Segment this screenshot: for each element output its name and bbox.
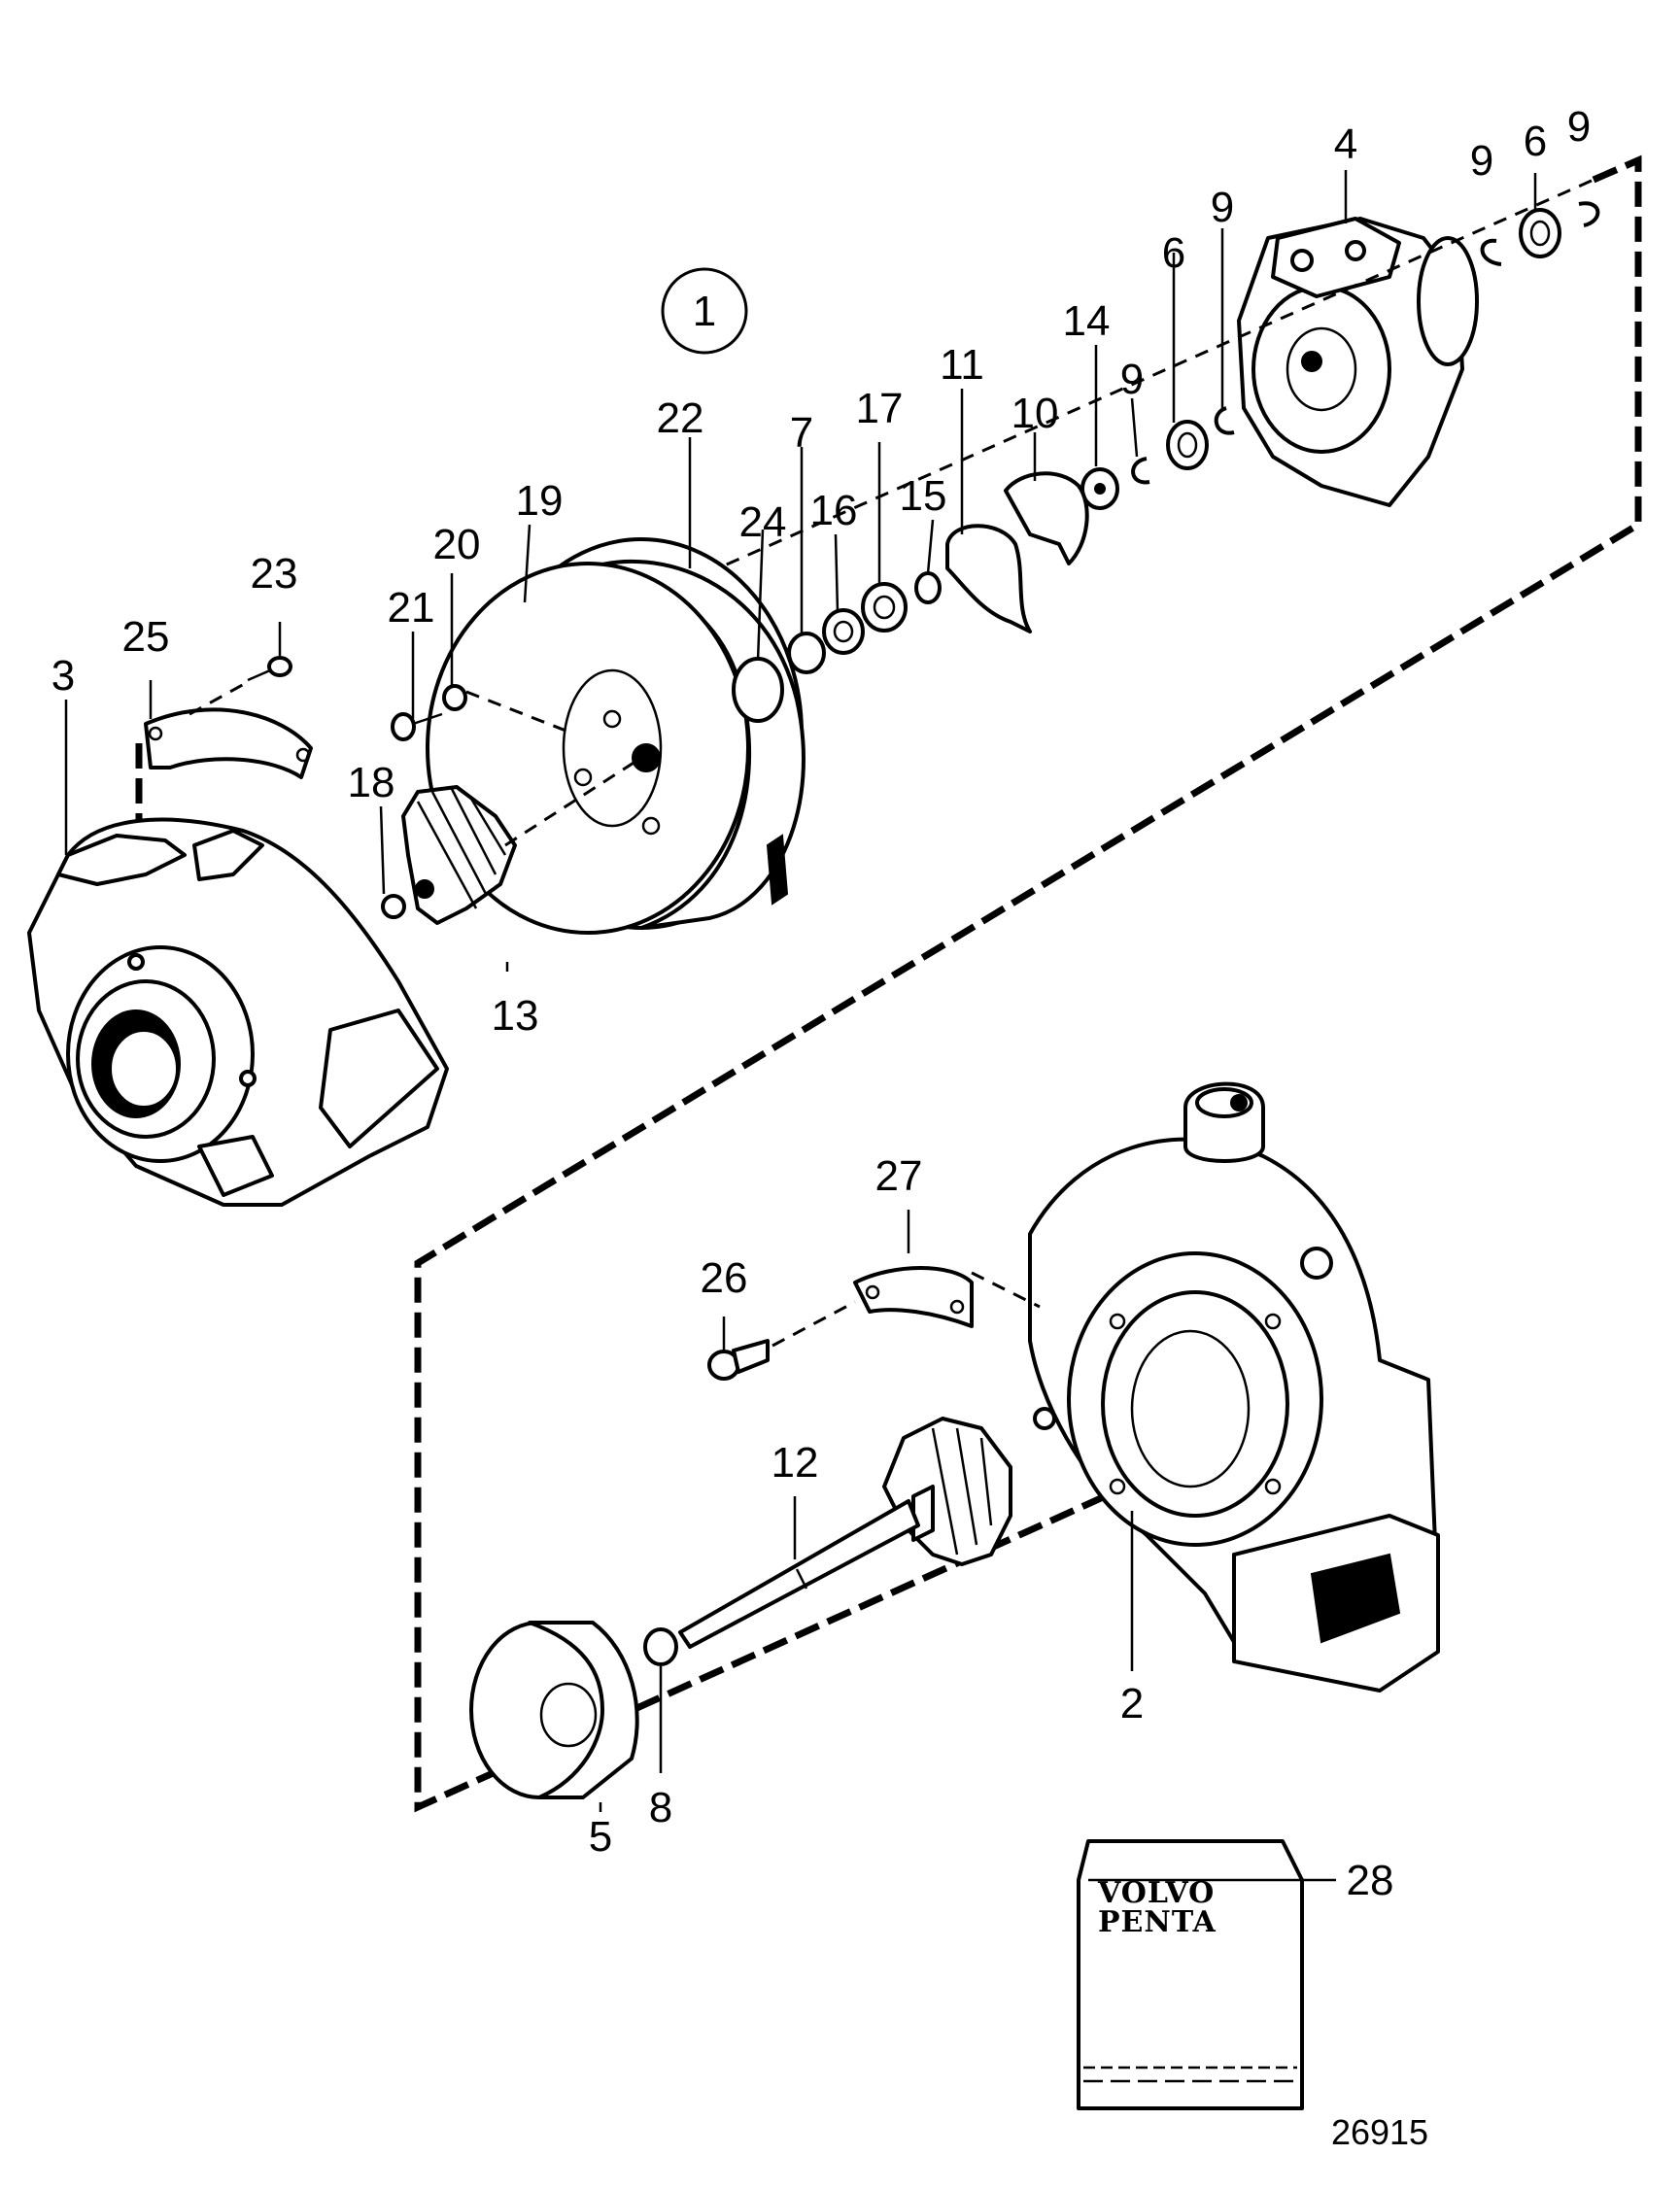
- callout-4: 4: [1334, 120, 1357, 168]
- callout-9a: 9: [1211, 184, 1234, 231]
- callout-9b: 9: [1120, 356, 1144, 403]
- spacer-15: [914, 571, 942, 604]
- compressor-wheel: [401, 756, 642, 925]
- callout-23: 23: [251, 550, 298, 598]
- callout-26: 26: [701, 1254, 748, 1302]
- callout-5: 5: [589, 1813, 612, 1861]
- piston-ring-8: [643, 1627, 678, 1666]
- retaining-ring-9c: [1578, 201, 1600, 227]
- compressor-housing: [27, 817, 449, 1207]
- assembly-number: 1: [693, 288, 716, 335]
- turbine-housing: [1028, 1081, 1440, 1693]
- callout-15: 15: [900, 472, 947, 520]
- oil-deflector-11: [945, 524, 1032, 633]
- callout-10: 10: [1011, 390, 1059, 437]
- retaining-ring-9a: [1131, 457, 1150, 485]
- clamp-27: [853, 1266, 974, 1328]
- callout-18: 18: [348, 759, 395, 806]
- logo-penta-text: PENTA: [1098, 1905, 1217, 1939]
- bolt-23: [247, 656, 292, 682]
- callout-6b: 6: [1524, 118, 1547, 165]
- callout-3: 3: [51, 652, 75, 700]
- callout-19: 19: [516, 477, 564, 525]
- bolt-21: [391, 712, 443, 741]
- callout-9c: 9: [1470, 137, 1493, 185]
- callout-11: 11: [940, 341, 984, 389]
- retaining-ring-9d: [1480, 238, 1502, 266]
- bearing-6b: [1519, 208, 1561, 258]
- bearing-housing: [1237, 217, 1479, 507]
- thrust-collar-17: [861, 582, 908, 633]
- document-number: 26915: [1331, 2112, 1428, 2152]
- clamp-25: [144, 707, 313, 779]
- retaining-ring-9b: [1214, 406, 1235, 435]
- nut-18: [381, 894, 406, 919]
- callout-2: 2: [1120, 1680, 1144, 1727]
- washer-20: [442, 684, 467, 711]
- callout-25: 25: [122, 613, 170, 661]
- callout-16: 16: [810, 487, 858, 534]
- callout-28: 28: [1347, 1857, 1394, 1904]
- turbine-shaft-wheel: [678, 1417, 1012, 1649]
- bearing-6a: [1166, 420, 1209, 470]
- callout-27: 27: [875, 1152, 923, 1200]
- callout-17: 17: [856, 385, 904, 432]
- callout-7: 7: [790, 409, 813, 457]
- callout-22: 22: [657, 394, 704, 442]
- shaft-axis-line: [640, 178, 1594, 604]
- callout-12: 12: [771, 1439, 819, 1487]
- gasket-kit-bag: VOLVO PENTA: [1077, 1839, 1304, 2110]
- ring-16: [822, 608, 865, 655]
- thrust-bearing-10: [1004, 471, 1089, 565]
- callout-13: 13: [492, 992, 539, 1040]
- assembly-reference: 1: [661, 267, 748, 355]
- callout-24: 24: [739, 498, 787, 546]
- callout-20: 20: [433, 521, 481, 568]
- callout-labels: 2 3 4 5 6 6 7 8 9 9 9 9 10 11 12 13 14 1…: [51, 103, 1591, 1904]
- callout-14: 14: [1063, 297, 1111, 345]
- piston-ring-7: [787, 632, 826, 674]
- bolt-26: [707, 1339, 770, 1381]
- callout-6a: 6: [1162, 229, 1185, 277]
- callout-21: 21: [388, 584, 435, 632]
- logo-volvo-text: VOLVO: [1097, 1876, 1215, 1910]
- callout-8: 8: [649, 1784, 672, 1831]
- callout-9d: 9: [1567, 103, 1591, 151]
- heat-shield: [469, 1621, 639, 1799]
- leader-lines: [64, 170, 1537, 1882]
